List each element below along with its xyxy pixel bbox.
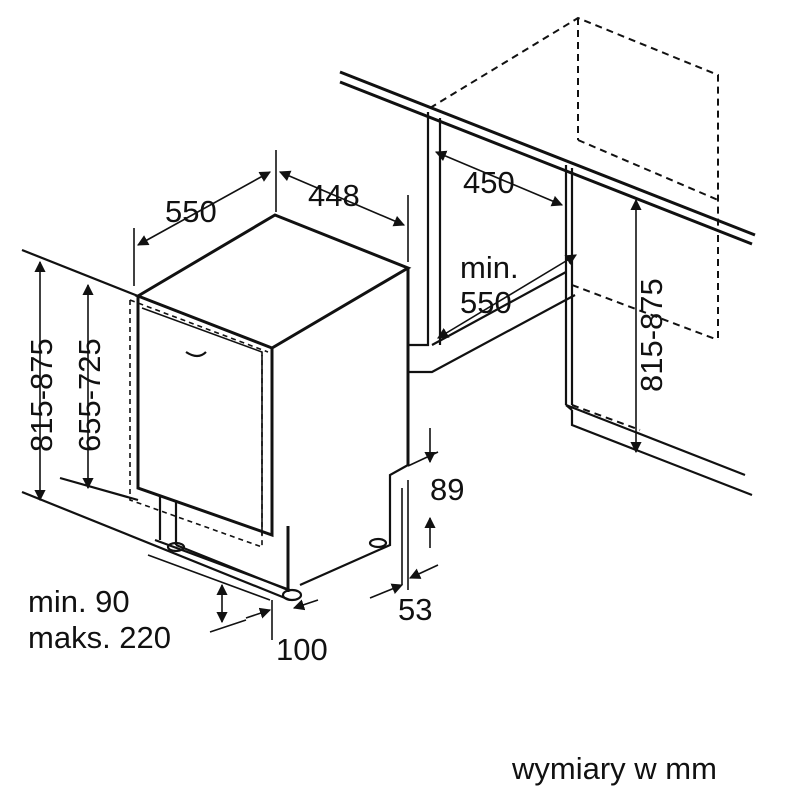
leg-min-label: min. 90: [28, 584, 130, 619]
countertop-niche: [339, 16, 756, 497]
body-height-label: 655-725: [72, 338, 107, 452]
units-note: wymiary w mm: [511, 751, 717, 786]
leg-max-label: maks. 220: [28, 620, 171, 655]
width-448-label: 448: [308, 178, 360, 213]
dishwasher-body: [129, 213, 412, 602]
niche-depth-550-label: 550: [460, 285, 512, 320]
total-height-label: 815-875: [24, 338, 59, 452]
depth-550-label: 550: [165, 194, 217, 229]
dimension-lines: [34, 150, 642, 640]
niche-depth-min-label: min.: [460, 250, 519, 285]
plinth-89-label: 89: [430, 472, 464, 507]
floor-lines: [21, 150, 409, 602]
plinth-53-label: 53: [398, 592, 432, 627]
offset-100-label: 100: [276, 632, 328, 667]
niche-height-label: 815-875: [634, 278, 669, 392]
niche-width-450-label: 450: [463, 165, 515, 200]
